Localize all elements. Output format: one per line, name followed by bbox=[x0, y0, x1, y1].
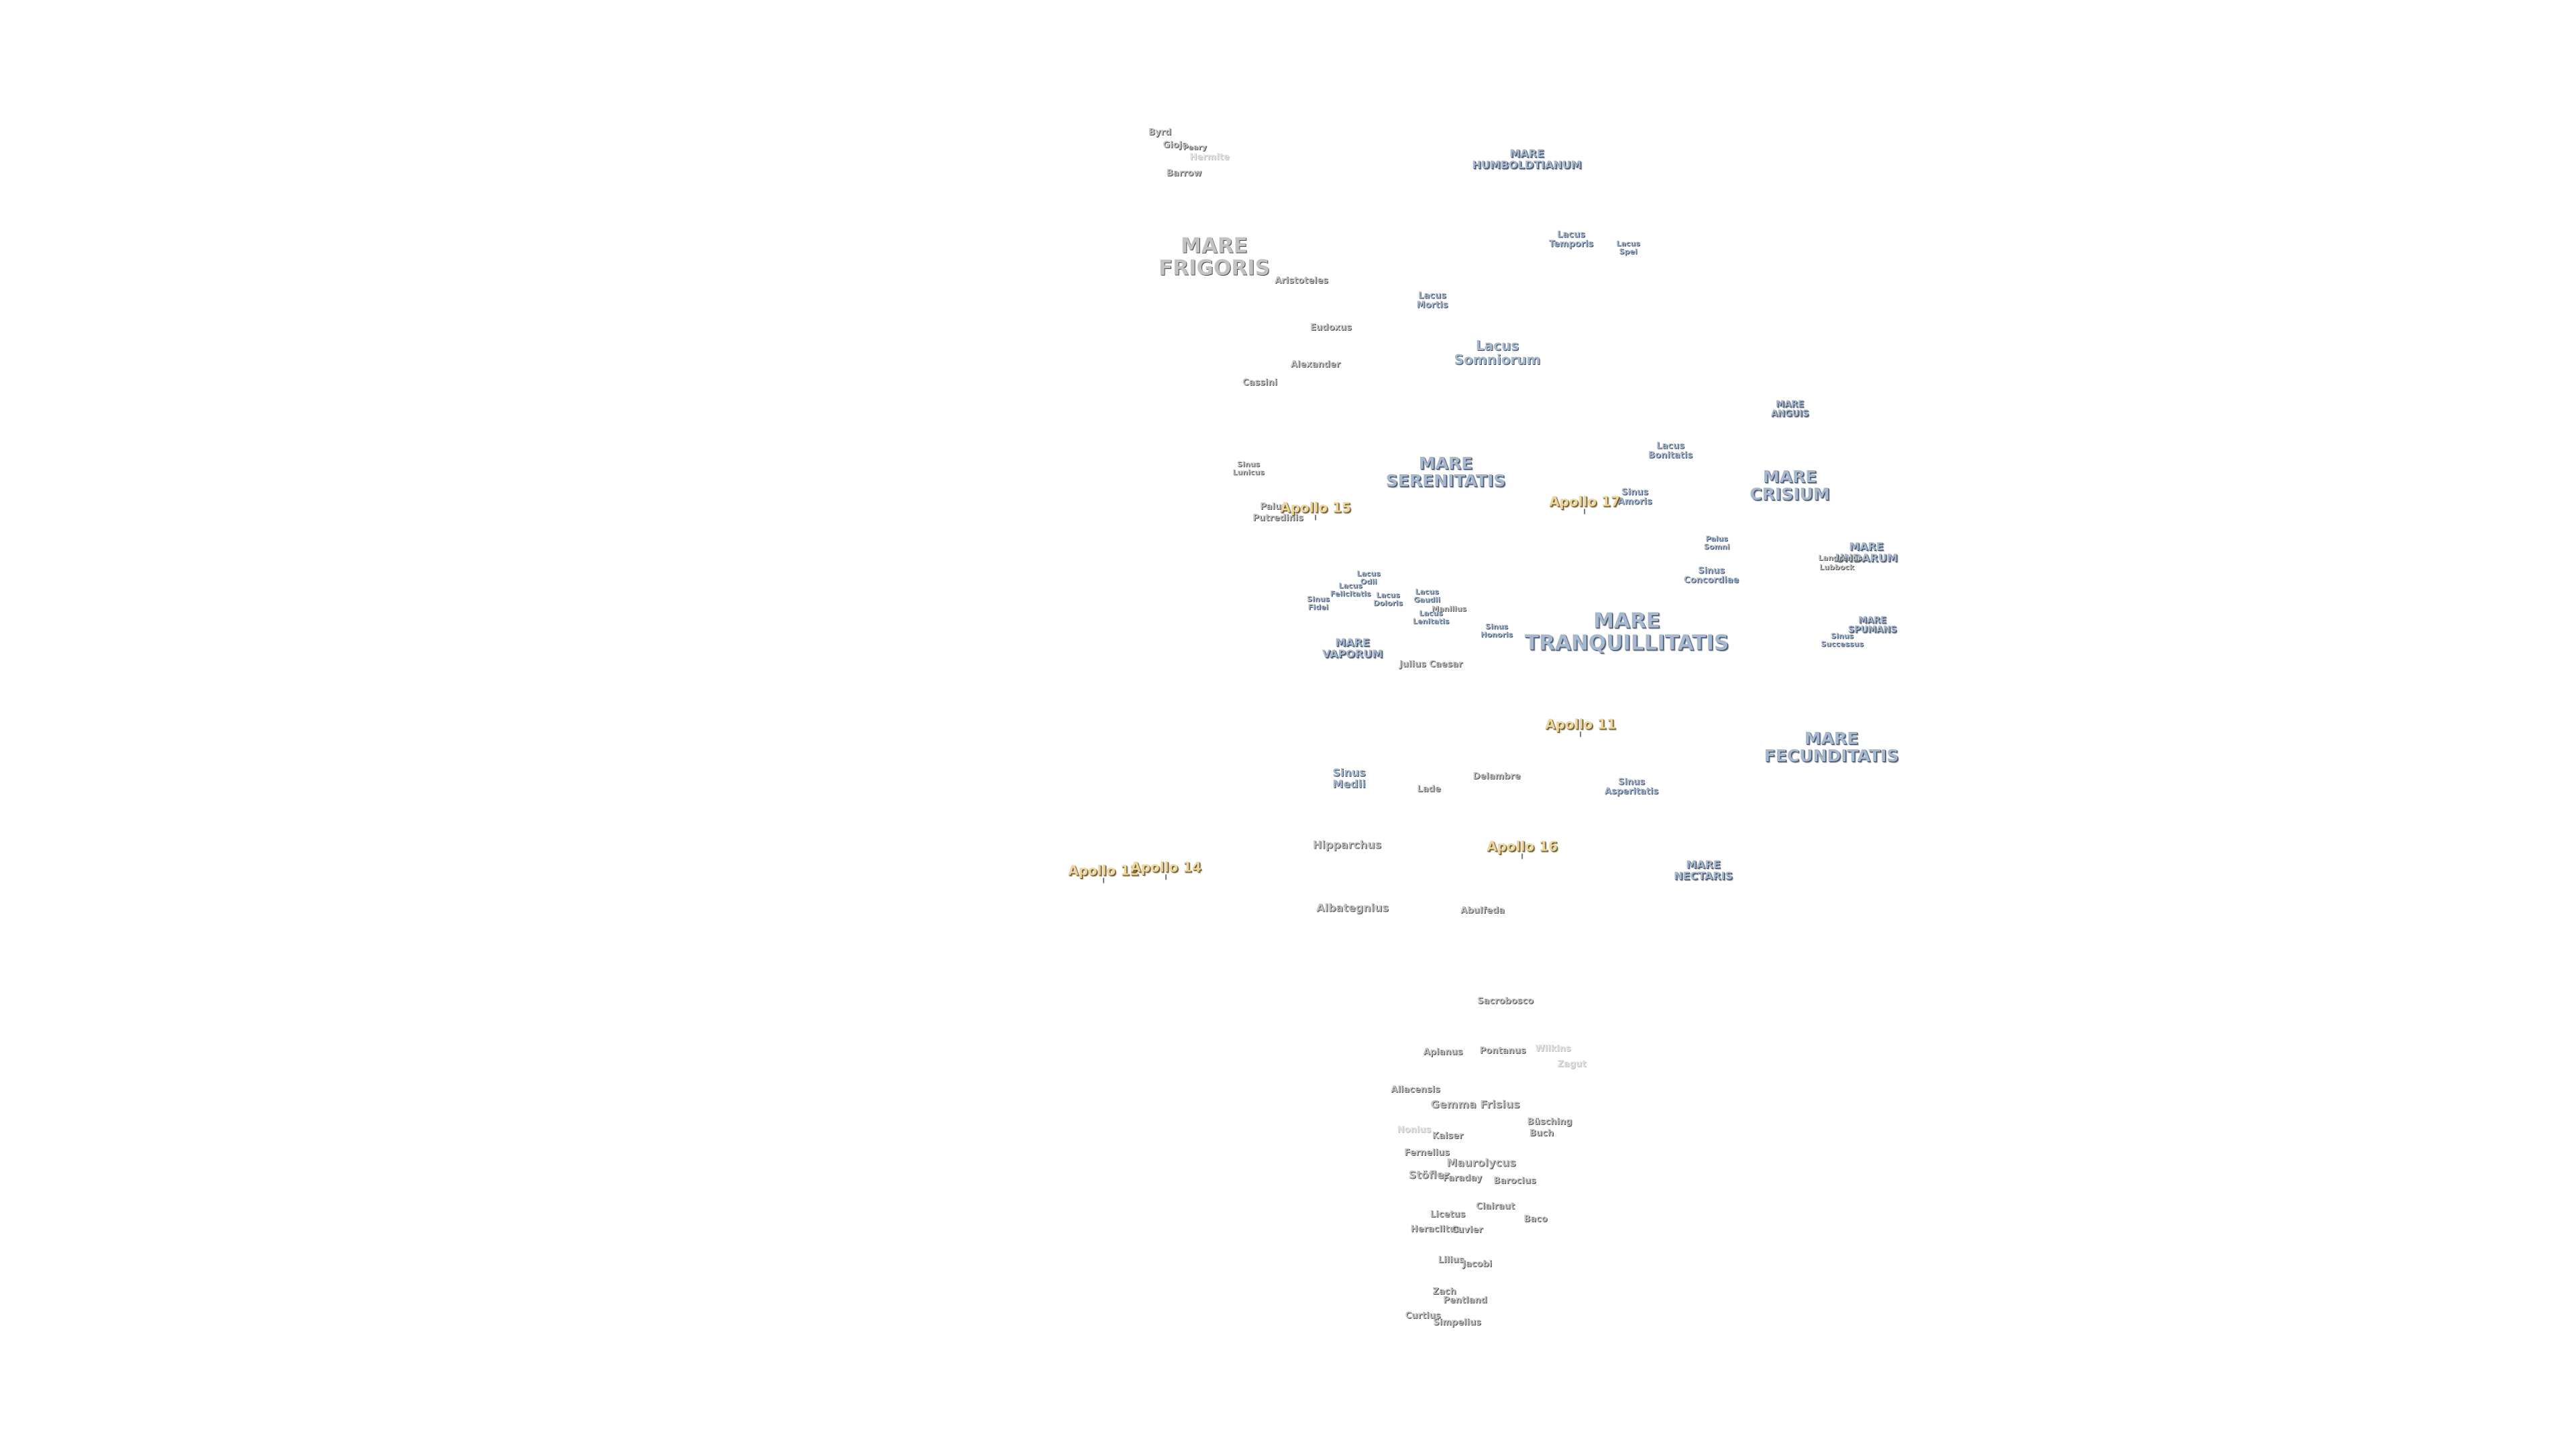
baco-label[interactable]: Baco bbox=[1523, 1214, 1548, 1225]
kaiser-label[interactable]: Kaiser bbox=[1432, 1131, 1464, 1142]
lilius-label[interactable]: Lilius bbox=[1438, 1255, 1464, 1266]
julius-caesar-label[interactable]: Julius Caesar bbox=[1399, 659, 1463, 670]
abulfeda-label[interactable]: Abulfeda bbox=[1460, 906, 1505, 916]
sacrobosco-label[interactable]: Sacrobosco bbox=[1477, 996, 1534, 1007]
palus-putredinis-prefix-label[interactable]: Palus bbox=[1260, 502, 1287, 513]
hipparchus-label[interactable]: Hipparchus bbox=[1312, 838, 1382, 851]
zagut-label[interactable]: Zagut bbox=[1557, 1059, 1587, 1070]
cassini-label[interactable]: Cassini bbox=[1242, 378, 1277, 388]
apollo-14-site[interactable]: Apollo 14 bbox=[1130, 859, 1201, 880]
zach-label[interactable]: Zach bbox=[1432, 1287, 1456, 1297]
aliacensis-label[interactable]: Aliacensis bbox=[1391, 1085, 1440, 1095]
byrd-label[interactable]: Byrd bbox=[1148, 127, 1172, 138]
lubbock-label[interactable]: Lubbock bbox=[1819, 563, 1854, 572]
delambre-label[interactable]: Delambre bbox=[1472, 771, 1521, 782]
apollo-16-site[interactable]: Apollo 16 bbox=[1487, 838, 1558, 859]
stofler-label[interactable]: Stöfler bbox=[1408, 1168, 1450, 1181]
pontanus-label[interactable]: Pontanus bbox=[1479, 1046, 1526, 1057]
apollo-11-site[interactable]: Apollo 11 bbox=[1545, 716, 1616, 737]
barrow-label[interactable]: Barrow bbox=[1166, 168, 1202, 179]
palus-putredinis-label[interactable]: Putredinis bbox=[1252, 513, 1303, 524]
manilius-label[interactable]: Manilius bbox=[1432, 604, 1466, 614]
maurolycus-label[interactable]: Maurolycus bbox=[1446, 1156, 1516, 1169]
apollo-12-site[interactable]: Apollo 12 bbox=[1068, 862, 1139, 883]
peary-label[interactable]: Peary bbox=[1183, 143, 1207, 152]
jacobi-label[interactable]: Jacobi bbox=[1462, 1259, 1493, 1270]
faraday-label[interactable]: Faraday bbox=[1442, 1173, 1483, 1184]
langrenus-label[interactable]: Langrenus bbox=[1818, 553, 1862, 563]
hermite-label[interactable]: Hermite bbox=[1189, 152, 1230, 163]
fernelius-label[interactable]: Fernelius bbox=[1404, 1148, 1450, 1159]
eudoxus-label[interactable]: Eudoxus bbox=[1310, 323, 1352, 333]
simpelius-label[interactable]: Simpelius bbox=[1433, 1318, 1481, 1328]
apollo-17-site[interactable]: Apollo 17 bbox=[1549, 493, 1620, 515]
gemma-frisius-label[interactable]: Gemma Frisius bbox=[1430, 1097, 1520, 1111]
heraclitus-label[interactable]: Heraclitus bbox=[1410, 1224, 1461, 1235]
alexander-label[interactable]: Alexander bbox=[1290, 360, 1341, 370]
cuvier-label[interactable]: Cuvier bbox=[1451, 1225, 1483, 1236]
busching-label[interactable]: Büsching bbox=[1527, 1117, 1572, 1128]
apollo-15-site[interactable]: Apollo 15 bbox=[1280, 499, 1351, 521]
licetus-label[interactable]: Licetus bbox=[1430, 1210, 1466, 1220]
nonius-label[interactable]: Nonius bbox=[1397, 1125, 1432, 1136]
aristoteles-label[interactable]: Aristoteles bbox=[1275, 276, 1328, 286]
barocius-label[interactable]: Barocius bbox=[1493, 1176, 1536, 1187]
clairaut-label[interactable]: Clairaut bbox=[1476, 1201, 1515, 1212]
wilkins-label[interactable]: Wilkins bbox=[1535, 1044, 1571, 1055]
apianus-label[interactable]: Apianus bbox=[1423, 1047, 1463, 1058]
curtius-label[interactable]: Curtius bbox=[1405, 1311, 1441, 1322]
pentland-label[interactable]: Pentland bbox=[1443, 1295, 1487, 1306]
albategnius-label[interactable]: Albategnius bbox=[1316, 901, 1389, 914]
gioja-label[interactable]: Gioja bbox=[1163, 140, 1188, 151]
lade-label[interactable]: Lade bbox=[1417, 784, 1441, 795]
buch-label[interactable]: Buch bbox=[1529, 1128, 1554, 1139]
